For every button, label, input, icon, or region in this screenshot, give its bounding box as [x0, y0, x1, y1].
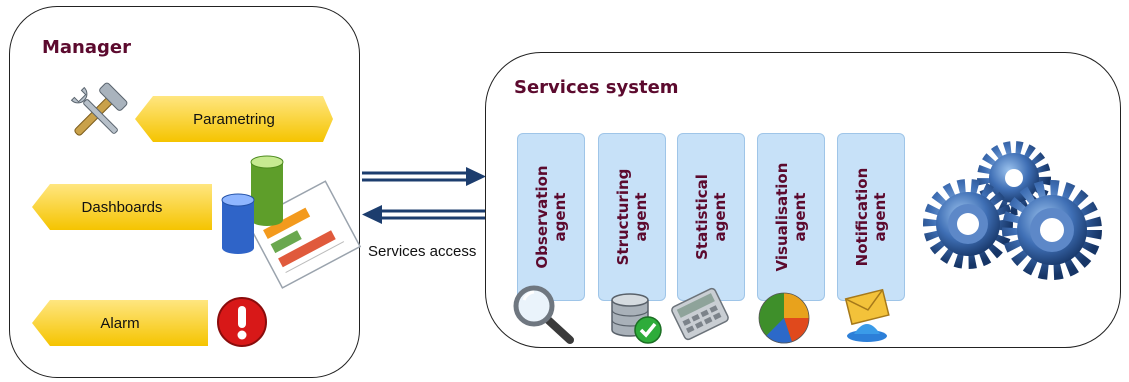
dashboards-label: Dashboards: [81, 198, 163, 216]
services-access-label: Services access: [368, 243, 477, 260]
calculator-icon: [671, 287, 729, 341]
alarm-label: Alarm: [100, 314, 140, 332]
database-check-icon: [611, 293, 662, 344]
alert-icon: [217, 297, 267, 347]
parametring-tag[interactable]: Parametring: [135, 96, 333, 142]
parametring-label: Parametring: [193, 110, 275, 128]
gears-icon: [923, 141, 1102, 280]
dashboards-tag[interactable]: Dashboards: [32, 184, 212, 230]
envelope-icon: [844, 288, 890, 342]
alarm-tag[interactable]: Alarm: [32, 300, 208, 346]
tools-icon: [70, 82, 128, 136]
services-title: Services system: [514, 77, 679, 98]
response-arrow: [362, 205, 486, 224]
request-arrow: [362, 167, 486, 186]
magnifier-icon: [513, 285, 574, 344]
manager-title: Manager: [42, 37, 131, 58]
pie-chart-icon: [758, 292, 810, 344]
services-arrows: [362, 167, 486, 224]
chart-report-icon: [221, 155, 362, 289]
